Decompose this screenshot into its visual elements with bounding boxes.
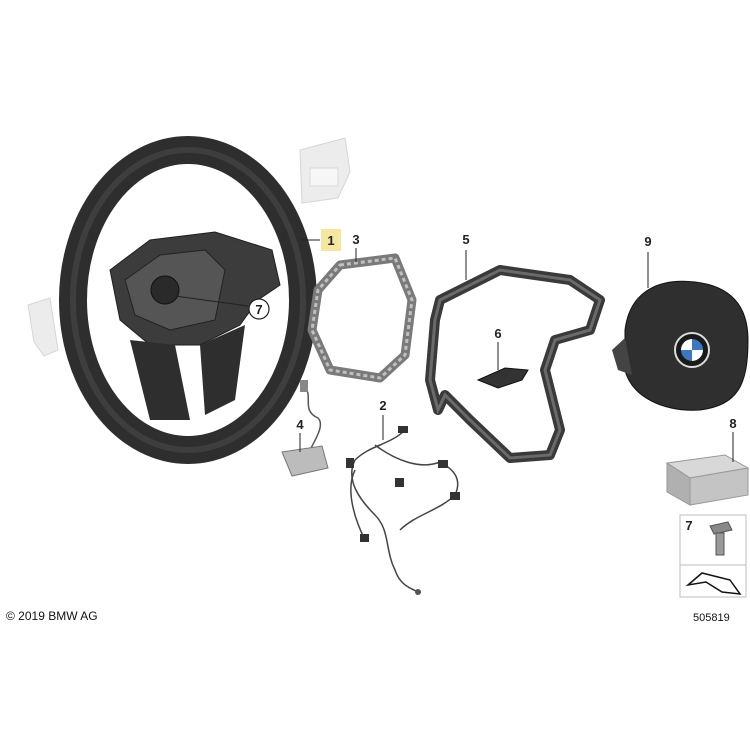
button-panel-part — [476, 367, 529, 389]
screw-legend-box — [679, 514, 747, 598]
paddle-shifter-ghost-left — [27, 297, 59, 357]
paddle-shifter-ghost-top — [299, 137, 351, 204]
callout-7-circle: 7 — [248, 298, 270, 320]
screw-icon — [709, 521, 733, 556]
callout-4: 4 — [296, 417, 304, 432]
callout-7-legend: 7 — [685, 518, 692, 533]
airbag-module-part — [612, 280, 749, 411]
sensor-part — [281, 380, 329, 477]
steering-wheel — [59, 136, 317, 464]
diagram-number: 505819 — [693, 612, 730, 624]
bmw-logo — [674, 332, 710, 368]
svg-text:1: 1 — [327, 233, 334, 248]
callout-9: 9 — [644, 234, 651, 249]
callout-1: 1 — [321, 229, 341, 251]
trim-cover-part — [425, 265, 605, 463]
callout-6: 6 — [494, 326, 501, 341]
wiring-harness-part — [346, 426, 460, 595]
callout-3: 3 — [352, 232, 359, 247]
contact-ring-part — [307, 253, 417, 383]
svg-text:7: 7 — [255, 302, 262, 317]
callout-8: 8 — [729, 416, 736, 431]
callout-5: 5 — [462, 232, 469, 247]
copyright-notice: © 2019 BMW AG — [6, 609, 98, 623]
arrow-icon — [685, 572, 742, 595]
box-part — [665, 454, 750, 506]
callout-2: 2 — [379, 398, 386, 413]
